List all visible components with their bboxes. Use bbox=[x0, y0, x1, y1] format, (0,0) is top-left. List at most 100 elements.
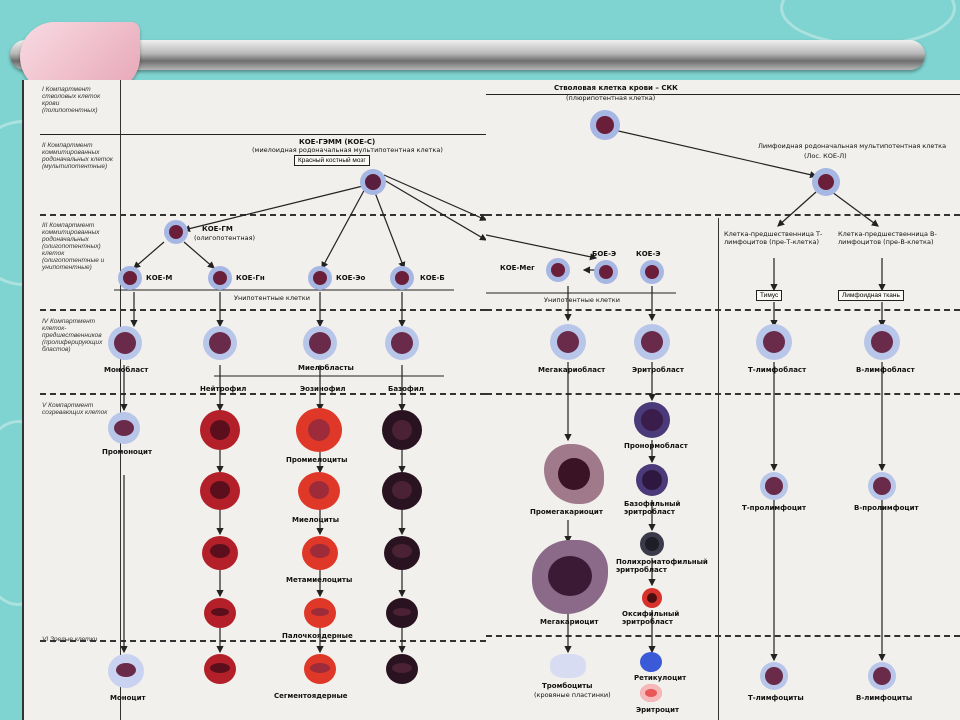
koe-gemm-label: КОЕ-ГЭММ (КОЕ-С) bbox=[299, 138, 376, 146]
baso-erythroblast-label: Базофильный эритробласт bbox=[624, 500, 681, 516]
stem-cell bbox=[590, 110, 620, 140]
koe-meg-label: КОЕ-Мег bbox=[500, 264, 535, 272]
band-baso-cell bbox=[386, 598, 418, 628]
myelocytes-label: Миелоциты bbox=[292, 516, 340, 524]
stage-6-label: VI Зрелые клетки bbox=[42, 636, 98, 643]
metamyelocyte-neutro-cell bbox=[202, 536, 238, 570]
monocyte-cell bbox=[108, 654, 144, 688]
stage-divider bbox=[486, 214, 960, 216]
megakaryocyte-cell bbox=[532, 540, 608, 614]
koe-gemm-cell bbox=[360, 169, 386, 195]
stage-divider bbox=[40, 134, 486, 135]
b-prolymphocyte-cell bbox=[868, 472, 896, 500]
koe-b-label: КОЕ-Б bbox=[420, 274, 445, 282]
proerythroblast-cell bbox=[634, 402, 670, 438]
lymph-root-label: Лимфоидная родоначальная мультипотентная… bbox=[758, 142, 947, 150]
promonocyte-label: Промоноцит bbox=[102, 448, 153, 456]
stage-column: I Компартмент стволовых клеток крови (по… bbox=[40, 80, 121, 720]
column-divider bbox=[718, 218, 719, 720]
promyelocyte-eosino-cell bbox=[296, 408, 342, 452]
stage-1-label: I Компартмент стволовых клеток крови (по… bbox=[42, 86, 101, 114]
oxy-erythroblast-cell bbox=[642, 588, 662, 608]
b-lymphocyte-cell bbox=[868, 662, 896, 690]
stage-5-label: V Компартмент созревающих клеток bbox=[42, 402, 108, 416]
lymph-root-cell bbox=[812, 168, 840, 196]
koe-e-cell bbox=[640, 260, 664, 284]
stem-cell-label: Стволовая клетка крови – СКК bbox=[554, 84, 678, 92]
stage-divider bbox=[486, 635, 960, 637]
koe-eo-label: КОЕ-Эо bbox=[336, 274, 366, 282]
erythrocyte-cell bbox=[640, 684, 662, 702]
band-eosino-cell bbox=[304, 598, 336, 628]
platelets-sublabel: (кровяные пластинки) bbox=[534, 691, 611, 699]
t-lymphocyte-cell bbox=[760, 662, 788, 690]
megakaryocyte-label: Мегакариоцит bbox=[540, 618, 599, 626]
pre-b-label: Клетка-предшественница В-лимфоцитов (пре… bbox=[838, 230, 937, 246]
proerythroblast-label: Пронормобласт bbox=[624, 442, 688, 450]
title-bar bbox=[10, 40, 925, 70]
band-neutro-cell bbox=[204, 598, 236, 628]
monoblast-label: Монобласт bbox=[104, 366, 149, 374]
myelocyte-baso-cell bbox=[382, 472, 422, 510]
stage-4-label: IV Компартмент клеток-предшественников (… bbox=[42, 318, 103, 353]
monocyte-label: Моноцит bbox=[110, 694, 146, 702]
koe-e-label: КОЕ-Э bbox=[636, 250, 661, 258]
basophil-label: Базофил bbox=[388, 385, 424, 393]
myeloblast-baso-cell bbox=[385, 326, 419, 360]
reticulocyte-label: Ретикулоцит bbox=[634, 674, 687, 682]
stage-2-label: II Компартмент коммитированных родоначал… bbox=[42, 142, 113, 170]
koe-gm-cell bbox=[164, 220, 188, 244]
myeloblasts-label: Миелобласты bbox=[298, 364, 354, 372]
poly-erythroblast-label: Полихроматофильный эритробласт bbox=[616, 558, 708, 574]
koe-gn-label: КОЕ-Гн bbox=[236, 274, 265, 282]
promyelocytes-label: Промиелоциты bbox=[286, 456, 348, 464]
myeloblast-neutro-cell bbox=[203, 326, 237, 360]
b-prolymphocyte-label: В-пролимфоцит bbox=[854, 504, 919, 512]
band-label: Палочкоядерные bbox=[282, 632, 353, 640]
erythroid-lymphoid-panel: Стволовая клетка крови – СКК (плюрипотен… bbox=[486, 80, 960, 720]
b-lymphocyte-label: В-лимфоциты bbox=[856, 694, 913, 702]
koe-m-label: КОЕ-М bbox=[146, 274, 173, 282]
t-prolymphocyte-label: Т-пролимфоцит bbox=[742, 504, 806, 512]
promegakaryocyte-cell bbox=[544, 444, 604, 504]
promyelocyte-neutro-cell bbox=[200, 410, 240, 450]
koe-m-cell bbox=[118, 266, 142, 290]
stage-divider bbox=[40, 214, 486, 216]
stage-divider bbox=[486, 393, 960, 395]
metamyelocyte-baso-cell bbox=[384, 536, 420, 570]
t-lymphoblast-cell bbox=[756, 324, 792, 360]
monoblast-cell bbox=[108, 326, 142, 360]
stem-cell-sublabel: (плюрипотентная клетка) bbox=[566, 94, 656, 102]
promonocyte-cell bbox=[108, 412, 140, 444]
myelocyte-eosino-cell bbox=[298, 472, 340, 510]
segmented-baso-cell bbox=[386, 654, 418, 684]
myelocyte-neutro-cell bbox=[200, 472, 240, 510]
promyelocyte-baso-cell bbox=[382, 410, 422, 450]
reticulocyte-cell bbox=[640, 652, 662, 672]
b-lymphoblast-label: В-лимфобласт bbox=[856, 366, 915, 374]
baso-erythroblast-cell bbox=[636, 464, 668, 496]
megakaryoblast-label: Мегакариобласт bbox=[538, 366, 606, 374]
koe-meg-cell bbox=[546, 258, 570, 282]
lymph-nodes-box: Лимфоидная ткань bbox=[838, 290, 904, 301]
koe-gm-sublabel: (олигопотентная) bbox=[194, 234, 256, 242]
boe-e-cell bbox=[594, 260, 618, 284]
eosinophil-label: Эозинофил bbox=[300, 385, 346, 393]
stage-divider bbox=[486, 94, 960, 95]
right-unipotent-label: Унипотентные клетки bbox=[544, 296, 620, 304]
platelets-label: Тромбоциты bbox=[542, 682, 593, 690]
megakaryoblast-cell bbox=[550, 324, 586, 360]
t-lymphoblast-label: Т-лимфобласт bbox=[748, 366, 807, 374]
boe-e-label: БОЕ-Э bbox=[592, 250, 617, 258]
oxy-erythroblast-label: Оксифильный эритробласт bbox=[622, 610, 680, 626]
myeloblast-eosino-cell bbox=[303, 326, 337, 360]
koe-b-cell bbox=[390, 266, 414, 290]
stage-divider bbox=[40, 640, 486, 642]
red-marrow-box: Красный костный мозг bbox=[294, 155, 370, 166]
unipotent-label: Унипотентные клетки bbox=[234, 294, 310, 302]
poly-erythroblast-cell bbox=[640, 532, 664, 556]
pre-t-label: Клетка-предшественница Т-лимфоцитов (пре… bbox=[724, 230, 823, 246]
koe-eo-cell bbox=[308, 266, 332, 290]
erythroblast-label: Эритробласт bbox=[632, 366, 684, 374]
stage-3-label: III Компартмент коммитированных родонача… bbox=[42, 222, 105, 271]
